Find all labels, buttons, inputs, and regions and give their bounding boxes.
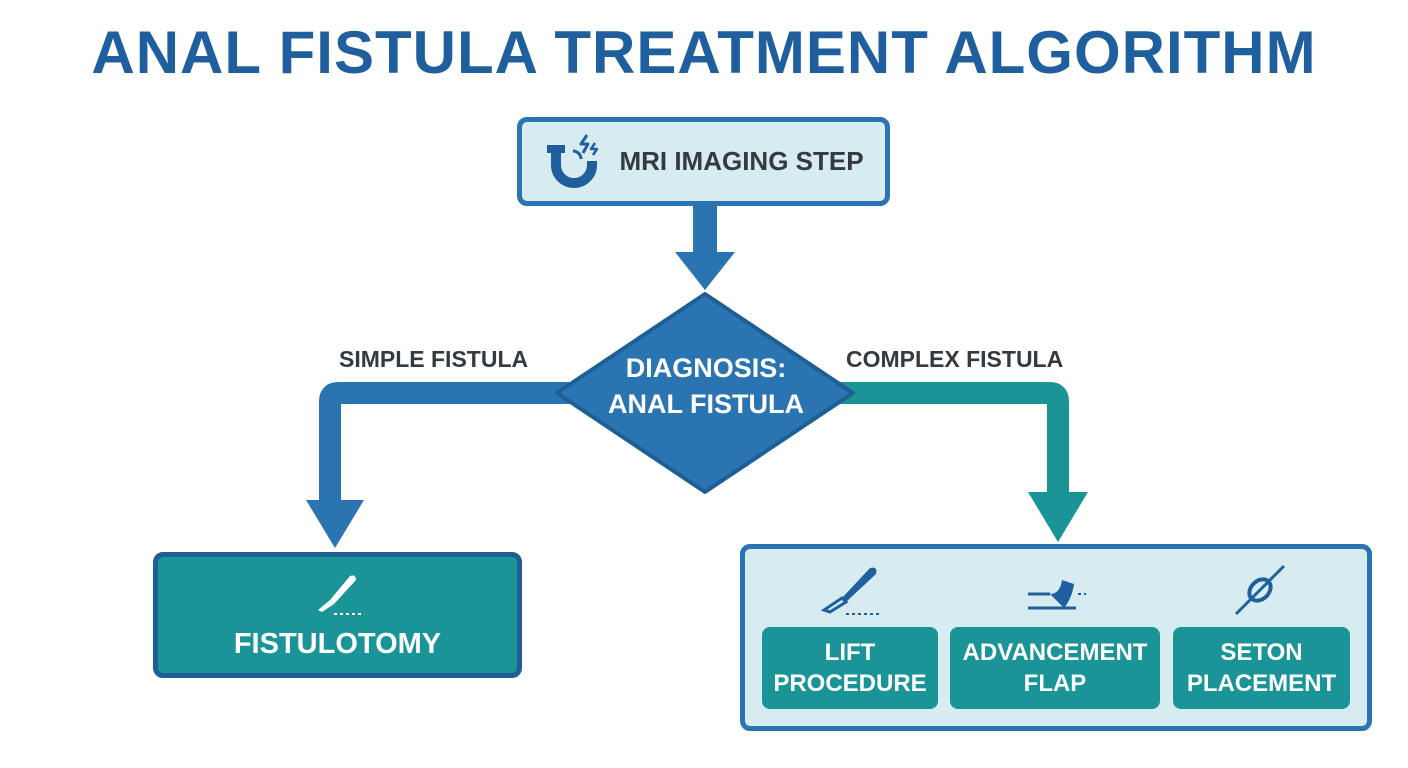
diagnosis-diamond <box>555 292 855 494</box>
mri-step-box: MRI IMAGING STEP <box>517 117 890 206</box>
arrow-mri-to-diagnosis <box>675 204 735 290</box>
scalpel-icon <box>317 575 362 615</box>
fistulotomy-label: FISTULOTOMY <box>233 627 442 660</box>
fistulotomy-box: FISTULOTOMY <box>153 552 522 678</box>
seton-icon <box>1234 564 1286 616</box>
arrow-complex-branch <box>840 382 1088 542</box>
seton-placement-option: SETON PLACEMENT <box>1173 627 1350 709</box>
flap-line1: ADVANCEMENT <box>962 639 1148 666</box>
lift-procedure-option: LIFT PROCEDURE <box>762 627 938 709</box>
mri-step-label: MRI IMAGING STEP <box>619 146 864 176</box>
diagnosis-label: DIAGNOSIS: ANAL FISTULA <box>556 350 856 422</box>
complex-fistula-label: COMPLEX FISTULA <box>846 346 1064 372</box>
advancement-flap-option: ADVANCEMENT FLAP <box>950 627 1160 709</box>
flap-line2: FLAP <box>1023 670 1087 697</box>
lift-line1: LIFT <box>824 639 876 666</box>
seton-line1: SETON <box>1220 639 1303 666</box>
lift-line2: PROCEDURE <box>773 670 927 697</box>
flap-icon <box>1028 580 1086 610</box>
magnet-icon <box>547 133 599 188</box>
simple-fistula-label: SIMPLE FISTULA <box>339 346 529 372</box>
diagnosis-line2: ANAL FISTULA <box>608 389 804 419</box>
page-title: ANAL FISTULA TREATMENT ALGORITHM <box>91 19 1317 86</box>
diagnosis-line1: DIAGNOSIS: <box>625 353 787 383</box>
arrow-simple-branch <box>306 382 570 548</box>
scalpel-icon <box>820 567 882 615</box>
seton-line2: PLACEMENT <box>1186 670 1337 697</box>
